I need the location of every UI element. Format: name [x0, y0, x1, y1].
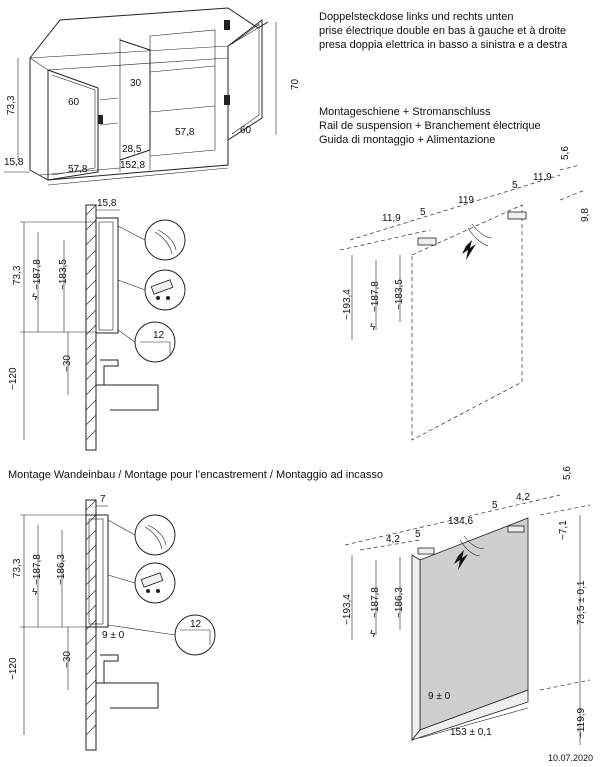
- dim-depth-30: 30: [130, 78, 142, 89]
- front2-h73-5: 73,5 ± 0,1: [576, 580, 587, 625]
- socket-note-de: Doppelsteckdose links und rechts unten: [319, 11, 514, 23]
- rail-note-it: Guida di montaggio + Alimentazione: [319, 134, 496, 146]
- side1-detail-12: 12: [153, 330, 165, 341]
- front1-5a: 5: [420, 207, 426, 218]
- dim-height-70: 70: [290, 78, 301, 90]
- side2-detail-12: 12: [190, 619, 202, 630]
- side1-h73-3: 73,3: [12, 265, 23, 285]
- side2-h30: ~30: [62, 651, 73, 668]
- dim-width-57-8b: 57,8: [175, 127, 195, 138]
- front2-5-6: 5,6: [562, 466, 573, 480]
- front1-9-8: 9,8: [580, 208, 591, 222]
- side1-h187-8: ~187,8: [32, 259, 43, 290]
- rail-note-fr: Rail de suspension + Branchement électri…: [319, 120, 541, 132]
- front-view-recess: 4,2 5 134,6 5 4,2 5,6 ~7,1 73,5 ± 0,1 ~1…: [342, 466, 591, 745]
- dim-door-60b: 60: [240, 125, 252, 136]
- side2-h187-8: ~187,8: [32, 554, 43, 585]
- front-view-surface: 11,9 5 119 5 11,9 5,6 9,8 ~193,4 ~187,8 …: [339, 146, 591, 441]
- side1-h183-5: ~183,5: [58, 259, 69, 290]
- dim-door-60a: 60: [68, 97, 80, 108]
- dim-cabinet-height: 73,3: [6, 95, 17, 115]
- side2-depth: 7: [100, 494, 106, 505]
- front1-bolt: ϟ: [370, 322, 376, 333]
- front1-11-9a: 11,9: [382, 213, 401, 224]
- front1-11-9b: 11,9: [533, 172, 552, 183]
- front2-h119-9: ~119,9: [576, 707, 587, 738]
- dim-cabinet-depth: 15,8: [4, 157, 24, 168]
- cabinet-isometric: 73,3 15,8 57,8 152,8 28,5 57,8 60 60 30 …: [4, 7, 301, 186]
- dim-width-28-5: 28,5: [122, 144, 142, 155]
- side1-depth: 15,8: [97, 198, 117, 209]
- side2-bolt: ϟ: [32, 587, 38, 598]
- socket-note-fr: prise électrique double en bas à gauche …: [319, 25, 567, 37]
- front1-5-6: 5,6: [560, 146, 571, 160]
- dim-width-57-8a: 57,8: [68, 164, 88, 175]
- front2-4-2b: 4,2: [516, 492, 530, 503]
- socket-note-it: presa doppia elettrica in basso a sinist…: [319, 39, 568, 51]
- side2-h120: ~120: [8, 657, 19, 680]
- side-view-surface: 15,8 73,3 ~187,8 ϟ ~183,5 ~120 ~30 12: [8, 198, 186, 451]
- side2-h73-3: 73,3: [12, 558, 23, 578]
- front2-5a: 5: [415, 529, 421, 540]
- front2-134-6: 134,6: [448, 516, 473, 527]
- rail-note-de: Montageschiene + Stromanschluss: [319, 106, 491, 118]
- front2-h186-3: ~186,3: [394, 587, 405, 618]
- front1-h183-5: ~183,5: [394, 279, 405, 310]
- front1-119: 119: [458, 195, 474, 206]
- front1-5b: 5: [512, 180, 518, 191]
- side2-h186-3: ~186,3: [56, 554, 67, 585]
- side1-h120: ~120: [8, 367, 19, 390]
- front2-w153: 153 ± 0,1: [450, 727, 492, 738]
- front1-h193-4: ~193,4: [342, 289, 353, 320]
- date-stamp: 10.07.2020: [548, 753, 594, 763]
- front2-bolt: ϟ: [370, 629, 376, 640]
- front2-4-2a: 4,2: [386, 534, 400, 545]
- front2-h193-4: ~193,4: [342, 594, 353, 625]
- recess-heading: Montage Wandeinbau / Montage pour l’enca…: [8, 469, 384, 481]
- front2-gap: 9 ± 0: [428, 691, 451, 702]
- front1-h187-8: ~187,8: [370, 281, 381, 312]
- front2-5b: 5: [492, 500, 498, 511]
- side2-gap: 9 ± 0: [102, 630, 125, 641]
- side-view-recess: 7 73,3 ~187,8 ϟ ~186,3 ~120 ~30 9 ± 0 12: [8, 494, 216, 751]
- dim-width-152-8: 152,8: [120, 160, 145, 171]
- front2-h187-8: ~187,8: [370, 587, 381, 618]
- front2-7-1: ~7,1: [558, 520, 569, 540]
- side1-h30: ~30: [62, 355, 73, 372]
- side1-bolt-a: ϟ: [32, 292, 38, 303]
